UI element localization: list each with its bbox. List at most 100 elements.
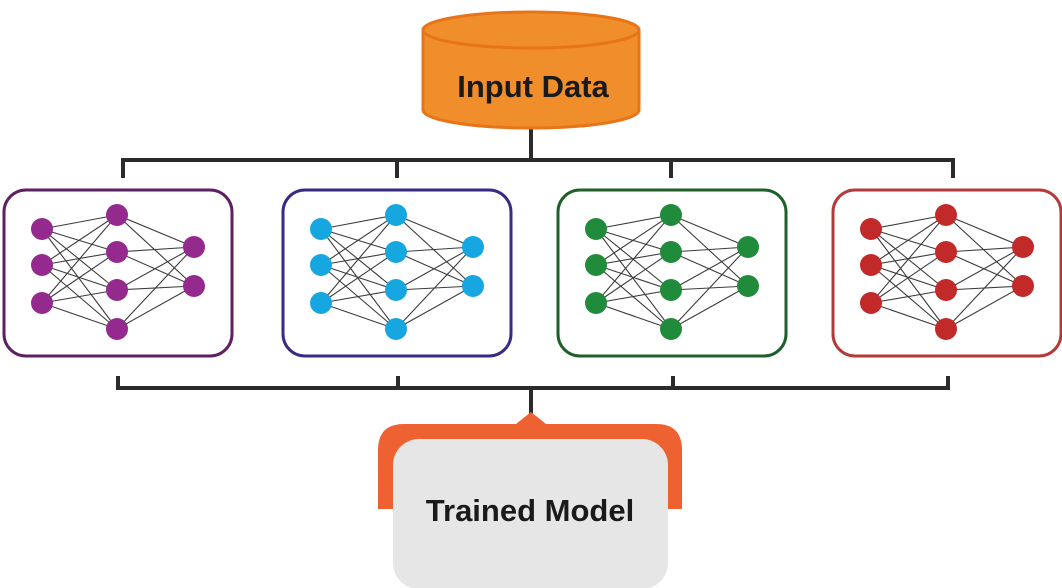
network-edge	[670, 246, 749, 330]
neuron-layer2-node3	[385, 279, 407, 301]
network-edge	[670, 246, 749, 291]
network-edge	[395, 246, 474, 291]
neuron-layer2-node1	[385, 204, 407, 226]
network-edge	[870, 228, 947, 330]
neuron-layer3-node2	[737, 275, 759, 297]
neuron-layer3-node2	[462, 275, 484, 297]
network-edge	[945, 214, 1024, 287]
trained-model-box	[393, 439, 668, 588]
network-edge	[595, 302, 672, 330]
neuron-layer1-node1	[860, 218, 882, 240]
neuron-layer1-node2	[310, 254, 332, 276]
network-edge	[945, 214, 1024, 248]
network-edge	[670, 246, 749, 253]
neuron-layer1-node3	[860, 292, 882, 314]
neuron-layer2-node4	[935, 318, 957, 340]
neural-network-frame	[831, 188, 1062, 358]
neuron-layer3-node2	[183, 275, 205, 297]
neuron-layer2-node3	[106, 279, 128, 301]
neural-network-frame	[2, 188, 234, 358]
neural-network-edges	[41, 214, 195, 330]
neuron-layer1-node3	[310, 292, 332, 314]
neural-network-edges	[320, 214, 474, 330]
neuron-layer2-node1	[935, 204, 957, 226]
network-edge	[595, 214, 672, 266]
networks-to-model-connector	[116, 376, 950, 416]
network-edge	[116, 246, 195, 253]
network-edge	[320, 228, 397, 330]
network-edge	[670, 285, 749, 330]
neuron-layer1-node3	[31, 292, 53, 314]
network-edge	[595, 228, 672, 330]
network-edge	[945, 246, 1024, 291]
neuron-layer3-node1	[183, 236, 205, 258]
network-edge	[870, 214, 947, 230]
network-edge	[41, 302, 118, 330]
network-edge	[595, 214, 672, 230]
neural-network-4	[831, 188, 1062, 358]
network-edge	[945, 246, 1024, 253]
network-edge	[395, 246, 474, 253]
neuron-layer1-node2	[31, 254, 53, 276]
neuron-layer2-node1	[106, 204, 128, 226]
network-edge	[320, 251, 397, 304]
network-edge	[870, 214, 947, 266]
network-edge	[870, 302, 947, 330]
input-to-networks-connector	[121, 126, 955, 178]
network-edge	[320, 302, 397, 330]
network-edge	[41, 214, 118, 266]
network-edge	[116, 246, 195, 330]
neural-network-edges	[870, 214, 1024, 330]
network-edge	[870, 214, 947, 304]
neuron-layer2-node4	[385, 318, 407, 340]
neuron-layer3-node1	[462, 236, 484, 258]
neuron-layer1-node1	[31, 218, 53, 240]
network-edge	[41, 289, 118, 304]
network-edge	[595, 214, 672, 304]
input-data-label: Input Data	[457, 69, 609, 104]
neuron-layer2-node3	[935, 279, 957, 301]
network-edge	[41, 214, 118, 304]
neuron-layer2-node2	[385, 241, 407, 263]
network-edge	[41, 214, 118, 230]
neuron-layer2-node4	[660, 318, 682, 340]
network-edge	[116, 214, 195, 248]
network-edge	[320, 214, 397, 266]
neuron-layer2-node2	[106, 241, 128, 263]
neuron-layer3-node2	[1012, 275, 1034, 297]
neuron-layer1-node1	[585, 218, 607, 240]
neural-network-1	[2, 188, 234, 358]
neuron-layer3-node1	[737, 236, 759, 258]
neuron-layer1-node3	[585, 292, 607, 314]
network-edge	[320, 214, 397, 230]
network-edge	[395, 285, 474, 330]
input-data-node: Input Data	[421, 10, 641, 130]
network-edge	[41, 251, 118, 304]
network-edge	[870, 251, 947, 304]
neuron-layer3-node1	[1012, 236, 1034, 258]
neural-network-3	[556, 188, 788, 358]
network-edge	[116, 285, 195, 330]
input-data-cylinder-body	[421, 28, 641, 130]
neural-network-2	[281, 188, 513, 358]
network-edge	[395, 214, 474, 248]
network-edge	[320, 214, 397, 304]
neuron-layer2-node1	[660, 204, 682, 226]
network-edge	[395, 246, 474, 330]
neural-network-edges	[595, 214, 749, 330]
neuron-layer1-node2	[585, 254, 607, 276]
neuron-layer2-node4	[106, 318, 128, 340]
neural-networks-group	[2, 188, 1062, 358]
network-edge	[41, 228, 118, 330]
network-edge	[116, 214, 195, 287]
network-edge	[595, 251, 672, 304]
network-edge	[395, 214, 474, 287]
network-edge	[320, 289, 397, 304]
network-edge	[670, 214, 749, 248]
neuron-layer1-node2	[860, 254, 882, 276]
network-edge	[945, 285, 1024, 330]
network-edge	[945, 246, 1024, 330]
neuron-layer2-node3	[660, 279, 682, 301]
network-edge	[595, 289, 672, 304]
